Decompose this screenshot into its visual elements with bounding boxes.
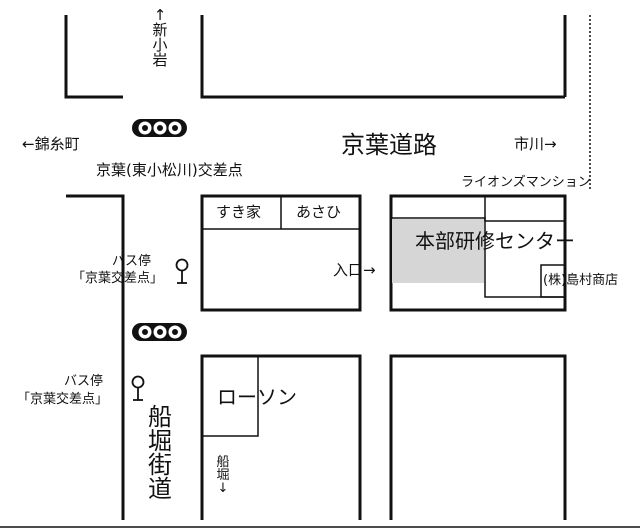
traffic-light-north (132, 119, 187, 137)
lion-mansion-outline (484, 196, 565, 222)
shimamura-shop-outline (540, 264, 566, 298)
building-outline (391, 217, 565, 298)
headquarters-label: 本部研修センター (415, 229, 575, 253)
block-lawson (200, 354, 362, 520)
direction-south-char-1: 船 (216, 455, 230, 470)
direction-south-label: 船 堀 ↓ (213, 456, 233, 495)
direction-east-label: 市川→ (514, 135, 557, 153)
direction-north-char-1: 新 (152, 21, 168, 39)
block-southeast (389, 354, 567, 520)
direction-north-label: ↑ 新 小 岩 (150, 8, 170, 68)
direction-north-char-2: 小 (152, 36, 168, 54)
road-name-keiyo: 京葉道路 (341, 131, 437, 159)
headquarters-highlight (392, 219, 484, 283)
direction-west-label: ←錦糸町 (22, 135, 80, 153)
direction-north-arrow: ↑ (153, 6, 167, 24)
road-name-funabori-char-4: 道 (148, 475, 172, 503)
road-name-funabori-char-1: 船 (148, 403, 172, 431)
road-name-funabori-char-3: 街 (148, 451, 172, 479)
lawson-shop-outline (202, 356, 259, 437)
road-name-funabori: 船 堀 街 道 (145, 405, 175, 501)
bus-stop-north-title: バス停 (112, 254, 152, 269)
direction-north-char-3: 岩 (152, 51, 168, 69)
direction-south-arrow: ↓ (217, 481, 229, 496)
bus-stop-north-name: 「京葉交差点」 (72, 271, 164, 286)
lawson-label: ローソン (217, 385, 297, 409)
direction-south-char-2: 堀 (216, 468, 230, 483)
road-name-funabori-char-2: 堀 (148, 427, 172, 455)
bus-stop-icon-south (131, 375, 145, 401)
bus-stop-icon-north (175, 258, 189, 284)
entrance-label: 入口→ (333, 261, 376, 279)
shop-asahi: あさひ (296, 203, 342, 221)
intersection-label: 京葉(東小松川)交差点 (96, 161, 243, 179)
lion-mansion-label: ライオンズマンション (461, 175, 591, 190)
bus-stop-south-title: バス停 (64, 374, 104, 389)
shimamura-label: (株)島村商店 (543, 273, 619, 288)
shop-sukiya: すき家 (216, 203, 262, 221)
road-edge-northwest (64, 15, 123, 99)
block-headquarters (389, 194, 567, 312)
traffic-light-south (132, 323, 187, 341)
road-edge-west (66, 194, 125, 520)
bus-stop-south-name: 「京葉交差点」 (17, 392, 109, 407)
road-edge-north (200, 15, 565, 99)
